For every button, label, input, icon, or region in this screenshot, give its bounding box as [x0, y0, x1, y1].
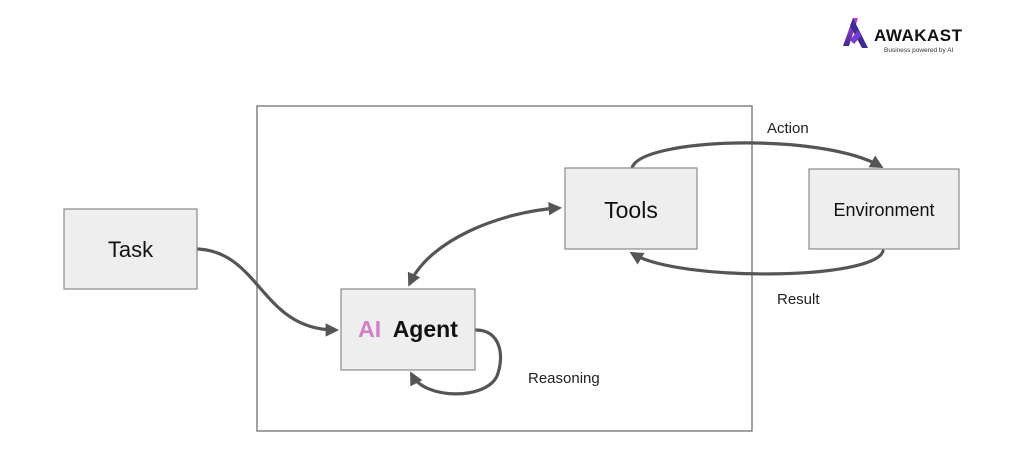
logo-wordmark: AWAKAST: [874, 26, 963, 45]
task-to-agent-arrow: [196, 247, 340, 337]
result-label: Result: [777, 291, 820, 308]
awakast-logo-mark-icon: [843, 18, 868, 48]
task-label: Task: [108, 237, 154, 262]
reasoning-loop-arrow: [410, 328, 503, 396]
tools-label: Tools: [604, 197, 658, 223]
agent-boundary-frame: [256, 105, 753, 432]
awakast-logo: AWAKAST Business powered by AI: [843, 18, 963, 54]
task-node: Task: [63, 208, 198, 290]
environment-node: Environment: [808, 168, 960, 250]
action-arrow: [630, 141, 884, 170]
agent-tools-arrow: [407, 201, 563, 287]
tools-node: Tools: [564, 167, 698, 250]
reasoning-label: Reasoning: [528, 370, 600, 387]
logo-tagline: Business powered by AI: [884, 47, 954, 54]
action-label: Action: [767, 120, 809, 137]
environment-label: Environment: [833, 200, 934, 220]
svg-text:AI Agent: AI Agent: [358, 316, 458, 342]
result-arrow: [629, 249, 885, 276]
agent-label: Agent: [393, 316, 459, 342]
agent-ai-prefix: AI: [358, 316, 381, 342]
ai-agent-node: AI Agent: [340, 288, 476, 371]
